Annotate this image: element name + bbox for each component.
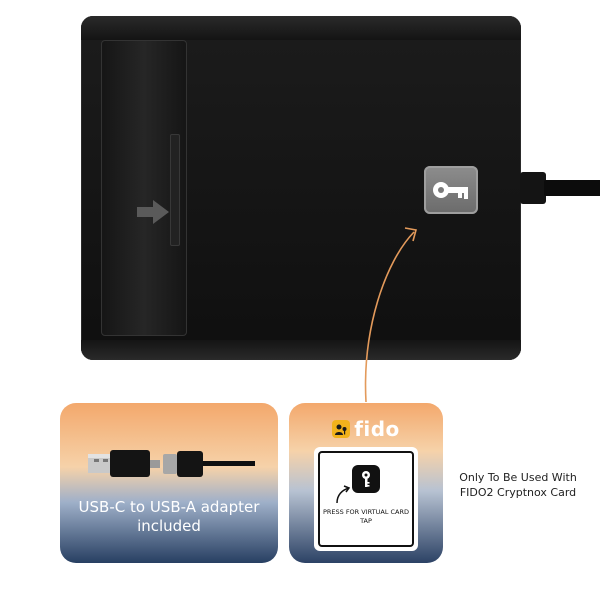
key-button[interactable] bbox=[424, 166, 478, 214]
reader-top-edge bbox=[81, 16, 521, 40]
virtual-key-button[interactable] bbox=[352, 465, 380, 493]
virtual-card-label: PRESS FOR VIRTUAL CARD TAP bbox=[322, 508, 410, 525]
usage-note: Only To Be Used With FIDO2 Cryptnox Card bbox=[459, 471, 577, 499]
fido-brand: fido bbox=[289, 417, 443, 441]
adapter-card: USB-C to USB-A adapter included bbox=[60, 403, 278, 563]
curved-arrow-icon bbox=[336, 485, 351, 504]
usb-adapter-image bbox=[88, 450, 255, 477]
adapter-caption: USB-C to USB-A adapter included bbox=[78, 498, 260, 535]
card-reader-device bbox=[81, 16, 521, 360]
usb-cable bbox=[544, 180, 600, 196]
fido-wordmark: fido bbox=[354, 417, 400, 441]
virtual-card-frame: PRESS FOR VIRTUAL CARD TAP bbox=[318, 451, 414, 547]
reader-bottom-edge bbox=[81, 340, 521, 360]
fido-logo-icon bbox=[332, 420, 351, 438]
slot-notch bbox=[170, 134, 180, 246]
fido-card: fido PRESS FOR VIRTUAL CARD T bbox=[289, 403, 443, 563]
virtual-card-panel: PRESS FOR VIRTUAL CARD TAP bbox=[314, 447, 418, 551]
key-icon bbox=[362, 471, 370, 487]
key-icon bbox=[433, 182, 468, 199]
cable-strain-relief bbox=[520, 172, 546, 204]
arrow-right-icon bbox=[137, 200, 169, 224]
